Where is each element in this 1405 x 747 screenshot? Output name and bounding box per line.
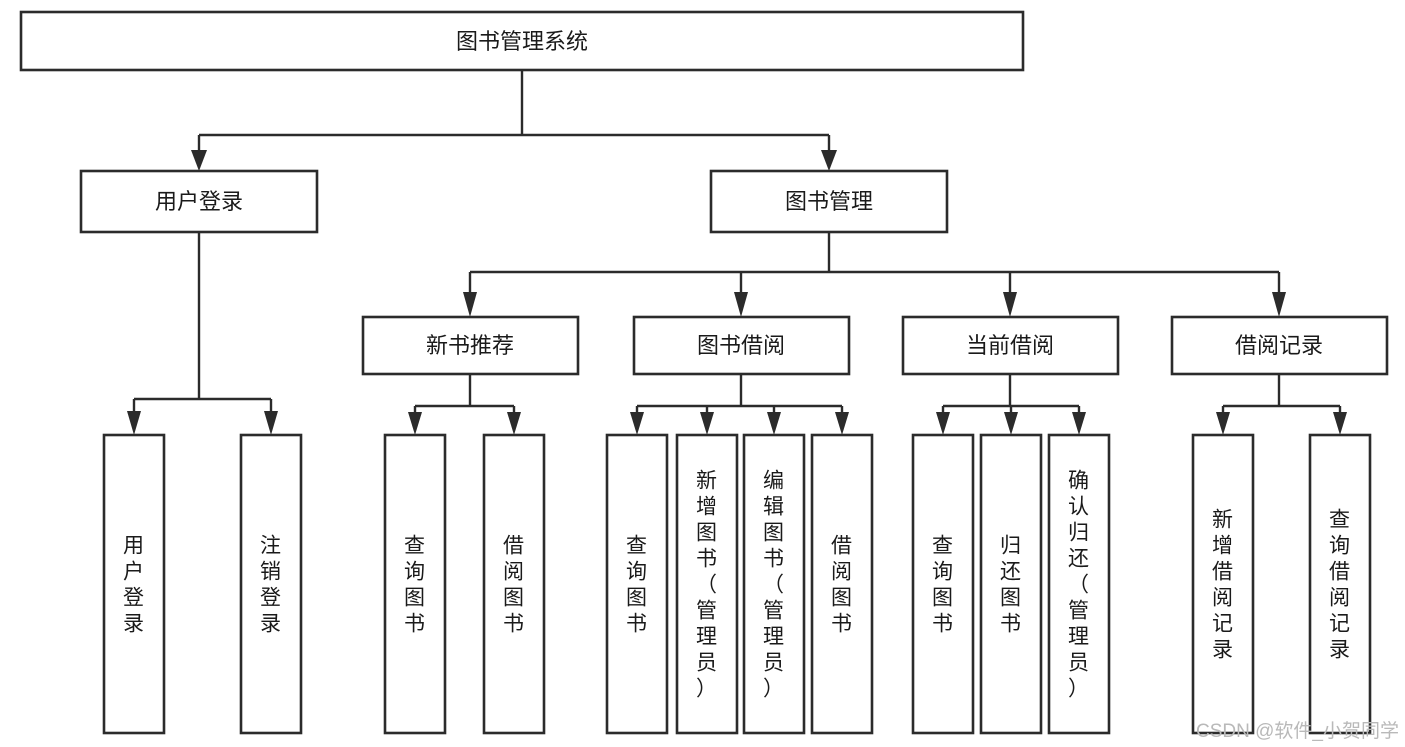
arrowhead-leaf-user-login [127, 411, 141, 435]
node-leaf-borrow-book[interactable]: 借阅图书 [810, 433, 874, 735]
arrowhead-leaf-return-book [1004, 412, 1018, 435]
node-new-book-recommend[interactable]: 新书推荐 [361, 315, 580, 376]
node-leaf-borrow-book-box[interactable] [810, 433, 874, 735]
node-leaf-query-book-current[interactable]: 查询图书 [911, 433, 975, 735]
arrowhead-new-book-recommend [463, 292, 477, 317]
node-leaf-query-book-recommend-box[interactable] [383, 433, 447, 735]
node-leaf-query-book-borrow-label: 查询图书 [626, 534, 648, 635]
node-leaf-query-book-borrow[interactable]: 查询图书 [605, 433, 669, 735]
node-leaf-query-book-recommend-label: 查询图书 [404, 534, 426, 635]
node-borrow-record[interactable]: 借阅记录 [1170, 315, 1389, 376]
arrowhead-user-login [191, 150, 207, 171]
node-leaf-query-borrow-record-label: 查询借阅记录 [1329, 508, 1351, 661]
node-leaf-borrow-book-recommend-box[interactable] [482, 433, 546, 735]
node-book-manage-label: 图书管理 [785, 189, 873, 214]
node-leaf-return-book[interactable]: 归还图书 [979, 433, 1043, 735]
node-leaf-borrow-book-recommend[interactable]: 借阅图书 [482, 433, 546, 735]
arrowhead-book-borrow [734, 292, 748, 317]
node-new-book-recommend-box[interactable] [361, 315, 580, 376]
node-root[interactable]: 图书管理系统 [19, 10, 1025, 72]
node-borrow-record-label: 借阅记录 [1235, 333, 1323, 358]
node-root-label: 图书管理系统 [456, 29, 588, 54]
node-leaf-edit-book-admin-box[interactable] [742, 433, 806, 735]
node-user-login-box[interactable] [79, 169, 319, 234]
arrowhead-leaf-query-book-recommend [408, 412, 422, 435]
node-leaf-return-book-label: 归还图书 [1000, 534, 1022, 635]
node-book-manage[interactable]: 图书管理 [709, 169, 949, 234]
node-leaf-confirm-return-admin-label: 确认归还（管理员） [1068, 469, 1090, 700]
node-leaf-logout-box[interactable] [239, 433, 303, 735]
node-leaf-user-login-box[interactable] [102, 433, 166, 735]
node-leaf-confirm-return-admin-box[interactable] [1047, 433, 1111, 735]
node-book-borrow-box[interactable] [632, 315, 851, 376]
arrowhead-leaf-logout [264, 411, 278, 435]
node-leaf-query-book-current-label: 查询图书 [932, 534, 954, 635]
node-leaf-query-book-recommend[interactable]: 查询图书 [383, 433, 447, 735]
node-leaf-add-book-admin[interactable]: 新增图书（管理员） [675, 433, 739, 735]
node-new-book-recommend-label: 新书推荐 [426, 333, 514, 358]
node-leaf-query-book-current-box[interactable] [911, 433, 975, 735]
node-leaf-logout[interactable]: 注销登录 [239, 433, 303, 735]
arrowhead-book-manage [821, 150, 837, 171]
node-book-borrow-label: 图书借阅 [697, 333, 785, 358]
node-leaf-add-borrow-record-label: 新增借阅记录 [1212, 508, 1234, 661]
arrowhead-leaf-edit-book-admin [767, 412, 781, 435]
csdn-watermark: CSDN @软件_小贺同学 [1196, 720, 1399, 742]
node-leaf-add-book-admin-box[interactable] [675, 433, 739, 735]
node-leaf-add-book-admin-label: 新增图书（管理员） [696, 469, 718, 700]
node-leaf-query-book-borrow-box[interactable] [605, 433, 669, 735]
node-current-borrow[interactable]: 当前借阅 [901, 315, 1120, 376]
arrowhead-current-borrow [1003, 292, 1017, 317]
node-user-login-label: 用户登录 [155, 189, 243, 214]
node-leaf-borrow-book-recommend-label: 借阅图书 [503, 534, 525, 635]
arrowhead-leaf-borrow-book-recommend [507, 412, 521, 435]
arrowhead-leaf-query-book-borrow [630, 412, 644, 435]
leaf-node-group: 用户登录 注销登录 查询图书 借阅图书 查询图书 新增图书（管理员） [102, 433, 1372, 735]
arrowhead-leaf-query-borrow-record [1333, 412, 1347, 435]
arrowhead-borrow-record [1272, 292, 1286, 317]
node-leaf-query-borrow-record-box[interactable] [1308, 433, 1372, 735]
node-root-box[interactable] [19, 10, 1025, 72]
arrowhead-leaf-add-book-admin [700, 412, 714, 435]
node-leaf-confirm-return-admin[interactable]: 确认归还（管理员） [1047, 433, 1111, 735]
arrowhead-leaf-confirm-return-admin [1072, 412, 1086, 435]
arrowhead-leaf-borrow-book [835, 412, 849, 435]
node-user-login[interactable]: 用户登录 [79, 169, 319, 234]
node-leaf-edit-book-admin[interactable]: 编辑图书（管理员） [742, 433, 806, 735]
node-leaf-add-borrow-record[interactable]: 新增借阅记录 [1191, 433, 1255, 735]
node-leaf-logout-label: 注销登录 [260, 534, 282, 635]
arrowhead-leaf-query-book-current [936, 412, 950, 435]
node-current-borrow-label: 当前借阅 [966, 333, 1054, 358]
connector-layer [127, 70, 1347, 435]
node-leaf-borrow-book-label: 借阅图书 [831, 534, 853, 635]
node-leaf-edit-book-admin-label: 编辑图书（管理员） [763, 469, 785, 700]
arrowhead-leaf-add-borrow-record [1216, 412, 1230, 435]
node-leaf-return-book-box[interactable] [979, 433, 1043, 735]
node-leaf-user-login[interactable]: 用户登录 [102, 433, 166, 735]
node-leaf-query-borrow-record[interactable]: 查询借阅记录 [1308, 433, 1372, 735]
node-leaf-add-borrow-record-box[interactable] [1191, 433, 1255, 735]
node-book-borrow[interactable]: 图书借阅 [632, 315, 851, 376]
node-current-borrow-box[interactable] [901, 315, 1120, 376]
node-book-manage-box[interactable] [709, 169, 949, 234]
node-borrow-record-box[interactable] [1170, 315, 1389, 376]
node-leaf-user-login-label: 用户登录 [123, 534, 145, 635]
